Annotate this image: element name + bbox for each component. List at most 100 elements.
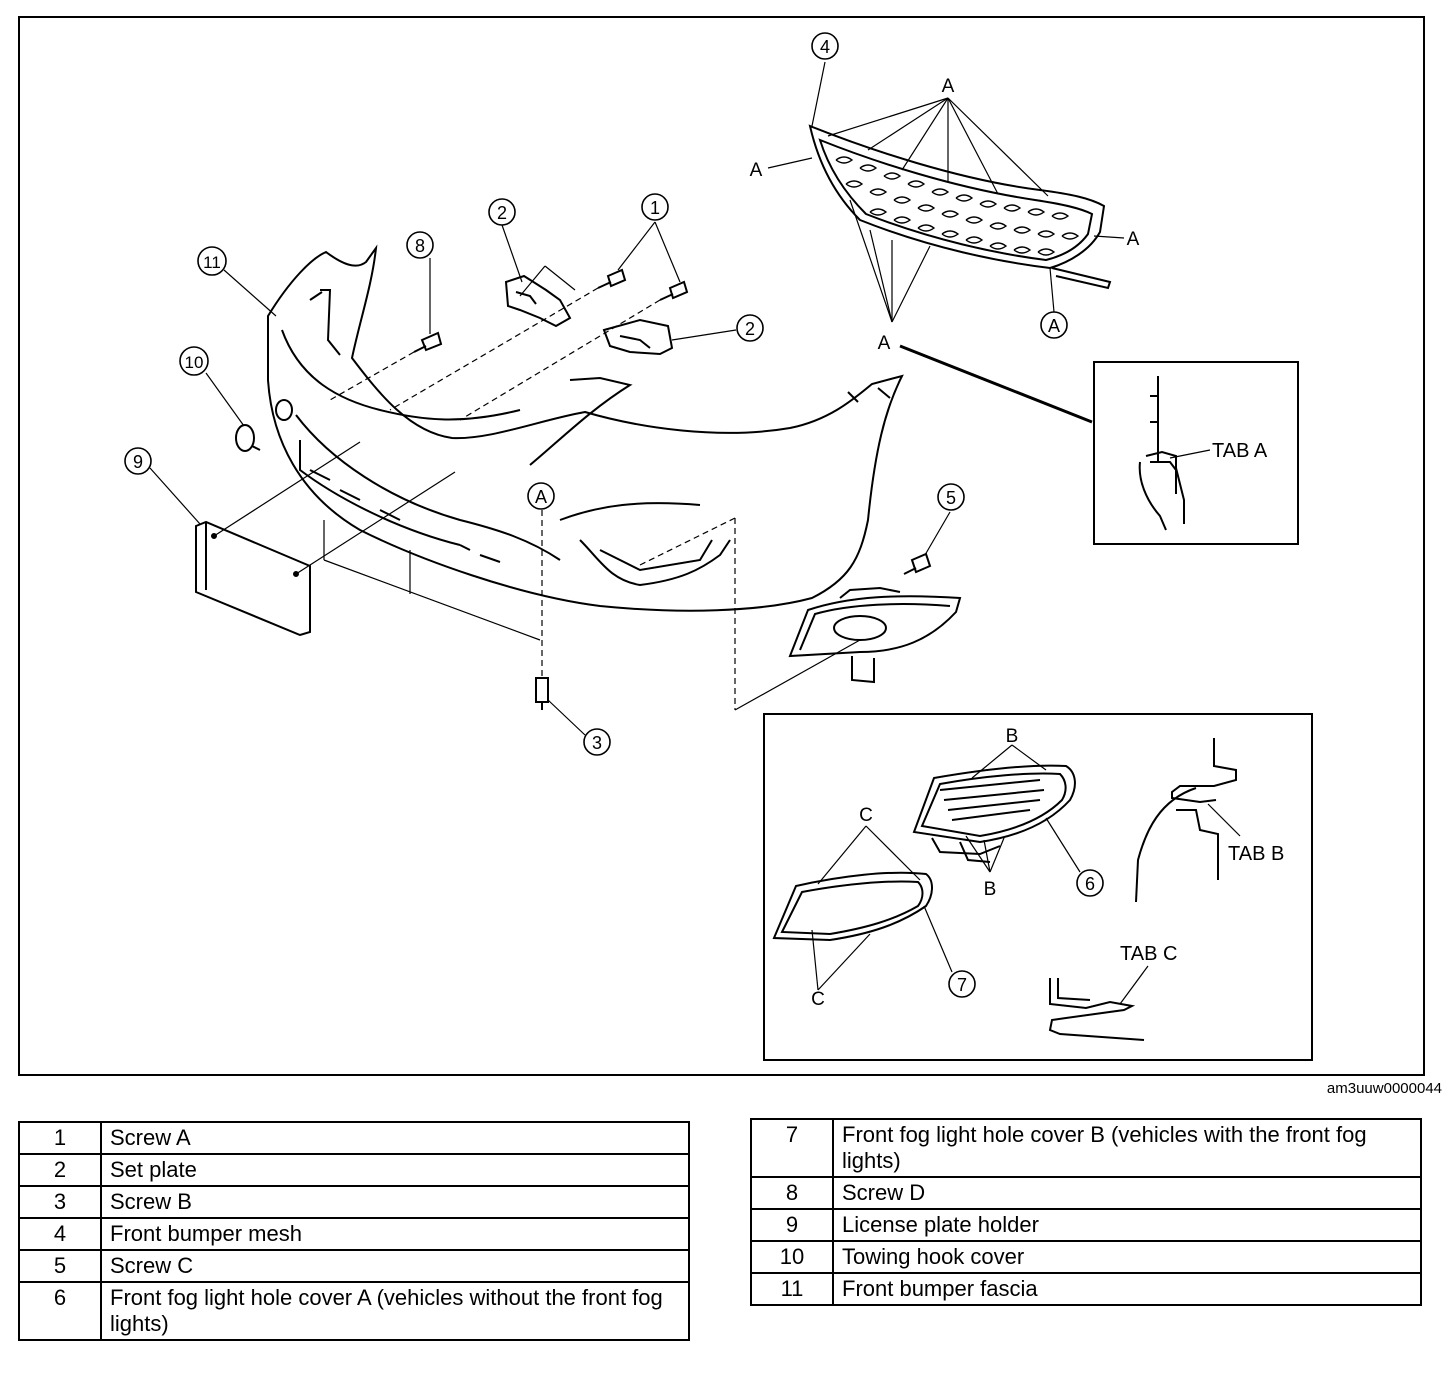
table-row: 4 Front bumper mesh — [18, 1217, 690, 1251]
part-name: Front fog light hole cover A (vehicles w… — [100, 1281, 690, 1341]
table-row: 3 Screw B — [18, 1185, 690, 1219]
callout-5: 5 — [937, 483, 965, 511]
label-c-top: C — [859, 805, 873, 826]
part-number: 1 — [18, 1121, 102, 1155]
screw-b-callout-leader — [547, 699, 586, 736]
part-name: Screw C — [100, 1249, 690, 1283]
part-number: 6 — [18, 1281, 102, 1341]
part-name: Set plate — [100, 1153, 690, 1187]
callout-a-circled-mesh: A — [1040, 311, 1068, 339]
set-plate-leaders — [501, 224, 737, 341]
diagram-frame — [18, 16, 1425, 1076]
part-number: 8 — [750, 1176, 834, 1210]
callout-7-label: 7 — [957, 975, 967, 995]
towing-hook-cover-drawing — [235, 399, 293, 452]
label-b-bottom: B — [984, 879, 997, 900]
table-row: 9 License plate holder — [750, 1208, 1422, 1242]
callout-3: 3 — [583, 728, 611, 756]
screw-a-drawing — [597, 268, 689, 301]
table-row: 10 Towing hook cover — [750, 1240, 1422, 1274]
license-plate-holder-drawing — [195, 520, 311, 637]
callout-2-right: 2 — [736, 314, 764, 342]
exploded-view-diagram: 1 2 2 3 4 5 6 7 8 9 10 11 — [18, 16, 1425, 1076]
part-number: 4 — [18, 1217, 102, 1251]
callout-a-circled-bumper: A — [527, 482, 555, 510]
callout-a-circled-mesh-label: A — [1048, 316, 1060, 336]
table-row: 7 Front fog light hole cover B (vehicles… — [750, 1118, 1422, 1178]
callout-2-top-label: 2 — [497, 203, 507, 223]
callout-9: 9 — [124, 447, 152, 475]
mesh-cell-pattern — [835, 156, 1080, 256]
fog-light-cover-b-drawing — [772, 871, 933, 942]
callout-4: 4 — [811, 32, 839, 60]
screw-leader-lines — [329, 287, 661, 421]
fog-cover-b-leaders — [811, 825, 953, 991]
figure-id: am3uuw0000044 — [1326, 1080, 1442, 1097]
tab-a-detail-box — [1093, 361, 1299, 545]
callout-6-label: 6 — [1085, 874, 1095, 894]
part-number: 11 — [750, 1272, 834, 1306]
tab-a-leader — [1169, 449, 1211, 459]
label-a-right: A — [1127, 229, 1140, 250]
screw-d-drawing — [413, 331, 443, 353]
callout-8: 8 — [406, 231, 434, 259]
part-name: Front bumper mesh — [100, 1217, 690, 1251]
callout-2-top: 2 — [488, 198, 516, 226]
label-a-bottom: A — [878, 333, 891, 354]
callout-9-leader — [149, 467, 201, 525]
part-number: 2 — [18, 1153, 102, 1187]
part-number: 7 — [750, 1118, 834, 1178]
screw-c-drawing — [903, 552, 932, 575]
fog-cover-dashed-lines — [639, 517, 861, 711]
table-row: 2 Set plate — [18, 1153, 690, 1187]
table-row: 11 Front bumper fascia — [750, 1272, 1422, 1306]
mesh-clip-leader-lines — [767, 61, 1125, 323]
callout-11: 11 — [197, 246, 227, 276]
table-row: 6 Front fog light hole cover A (vehicles… — [18, 1281, 690, 1341]
callout-10-label: 10 — [185, 353, 204, 372]
part-number: 5 — [18, 1249, 102, 1283]
callout-7: 7 — [948, 970, 976, 998]
tab-b-leader — [1207, 803, 1241, 837]
part-name: Towing hook cover — [832, 1240, 1422, 1274]
tab-b-detail-drawing — [1135, 738, 1237, 903]
screw-leader-lines-solid — [429, 221, 681, 334]
callout-3-label: 3 — [592, 733, 602, 753]
part-number: 9 — [750, 1208, 834, 1242]
fog-light-cover-a-drawing — [912, 764, 1076, 863]
tab-a-detail-drawing — [1138, 376, 1185, 531]
callout-1-label: 1 — [650, 198, 660, 218]
fog-cover-detail-box — [763, 713, 1313, 1061]
callout-1: 1 — [641, 193, 669, 221]
parts-table-right: 7 Front fog light hole cover B (vehicles… — [750, 1118, 1422, 1306]
callout-9-label: 9 — [133, 452, 143, 472]
table-row: 1 Screw A — [18, 1121, 690, 1155]
callout-6: 6 — [1076, 869, 1104, 897]
part-name: Screw A — [100, 1121, 690, 1155]
part-name: Front fog light hole cover B (vehicles w… — [832, 1118, 1422, 1178]
part-name: Screw B — [100, 1185, 690, 1219]
label-b-top: B — [1006, 726, 1019, 747]
label-a-left: A — [750, 160, 763, 181]
part-name: Front bumper fascia — [832, 1272, 1422, 1306]
table-row: 5 Screw C — [18, 1249, 690, 1283]
callout-11-label: 11 — [203, 253, 221, 272]
screw-c-leader — [924, 511, 951, 556]
label-c-bottom: C — [811, 989, 825, 1010]
label-tab-a: TAB A — [1212, 440, 1268, 462]
fog-cover-a-leaders — [965, 744, 1081, 873]
callout-2-right-label: 2 — [745, 319, 755, 339]
set-plate-drawing — [504, 274, 674, 356]
callout-5-label: 5 — [946, 488, 956, 508]
parts-table-left: 1 Screw A 2 Set plate 3 Screw B 4 Front … — [18, 1121, 690, 1341]
part-name: Screw D — [832, 1176, 1422, 1210]
part-name: License plate holder — [832, 1208, 1422, 1242]
part-number: 3 — [18, 1185, 102, 1219]
label-tab-c: TAB C — [1120, 943, 1177, 965]
screw-b-drawing — [535, 677, 549, 710]
callout-4-label: 4 — [820, 37, 830, 57]
label-a-top: A — [942, 76, 955, 97]
license-plate-leader-lines — [213, 441, 541, 641]
callout-11-leader — [223, 269, 277, 317]
table-row: 8 Screw D — [750, 1176, 1422, 1210]
